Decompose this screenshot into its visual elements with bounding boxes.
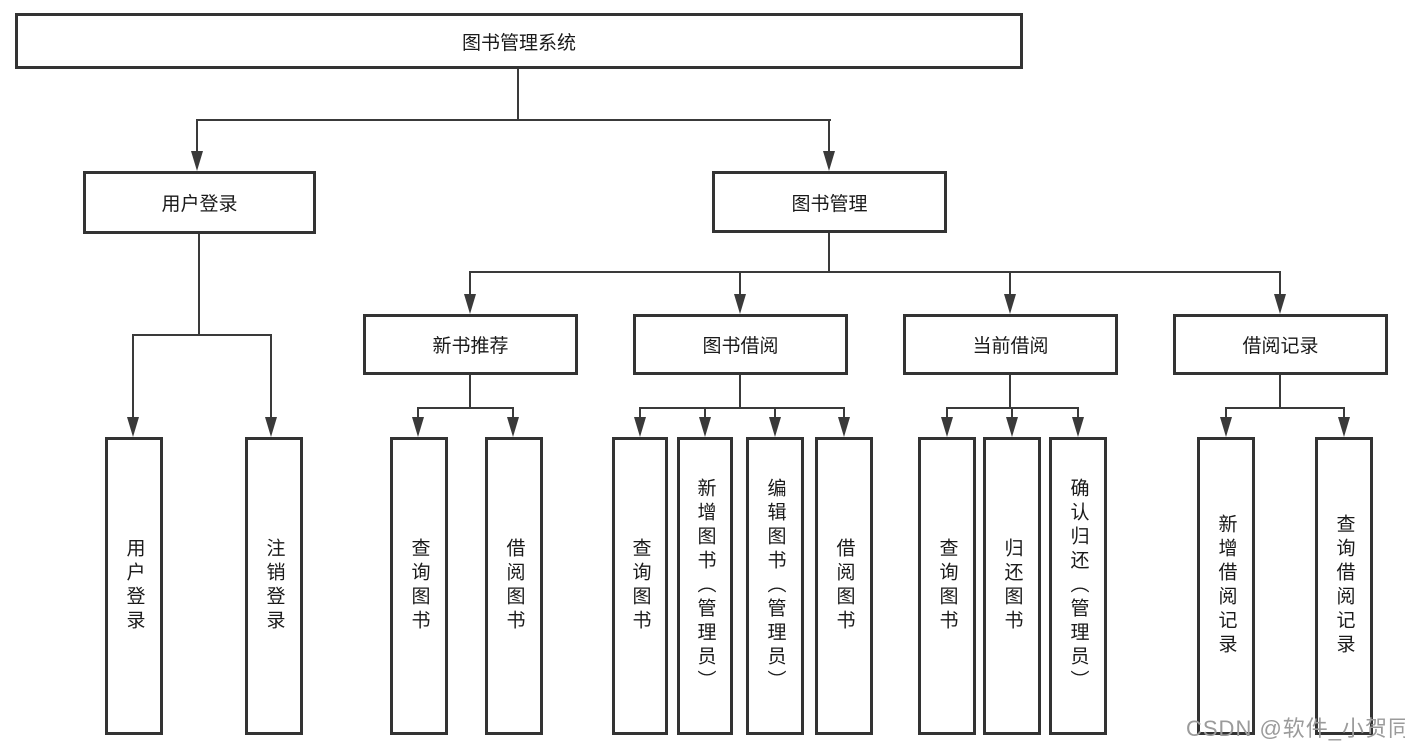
node-borrowing-records: 借阅记录 (1173, 314, 1388, 375)
arrowhead-icon (507, 417, 519, 437)
connector-line (1343, 407, 1345, 419)
leaf-query-borrow-record: 查询借阅记录 (1315, 437, 1373, 735)
connector-line (1279, 271, 1281, 296)
connector-line (1009, 271, 1011, 296)
arrowhead-icon (191, 151, 203, 171)
leaf-borrow-books-recommend: 借阅图书 (485, 437, 543, 735)
arrowhead-icon (1274, 294, 1286, 314)
connector-line (196, 119, 831, 121)
arrowhead-icon (634, 417, 646, 437)
watermark: CSDN @软件_小贺同学 (1186, 716, 1405, 741)
connector-line (739, 375, 741, 409)
connector-line (1279, 375, 1281, 409)
node-current-borrowing: 当前借阅 (903, 314, 1118, 375)
arrowhead-icon (838, 417, 850, 437)
connector-line (469, 375, 471, 409)
arrowhead-icon (941, 417, 953, 437)
connector-line (1011, 407, 1013, 419)
connector-line (704, 407, 706, 419)
connector-line (828, 119, 830, 152)
connector-line (469, 271, 471, 296)
leaf-user-login: 用户登录 (105, 437, 163, 735)
arrowhead-icon (1338, 417, 1350, 437)
connector-line (639, 407, 641, 419)
connector-line (1077, 407, 1079, 419)
arrowhead-icon (699, 417, 711, 437)
leaf-borrow-books-borrowing: 借阅图书 (815, 437, 873, 735)
arrowhead-icon (265, 417, 277, 437)
connector-line (417, 407, 419, 419)
connector-line (196, 119, 198, 152)
node-new-book-recommendation: 新书推荐 (363, 314, 578, 375)
node-user-login: 用户登录 (83, 171, 316, 234)
arrowhead-icon (1220, 417, 1232, 437)
leaf-query-books-recommend: 查询图书 (390, 437, 448, 735)
leaf-add-borrow-record: 新增借阅记录 (1197, 437, 1255, 735)
connector-line (132, 334, 134, 418)
arrowhead-icon (1004, 294, 1016, 314)
arrowhead-icon (1072, 417, 1084, 437)
connector-line (1225, 407, 1227, 419)
arrowhead-icon (1006, 417, 1018, 437)
leaf-query-books-current: 查询图书 (918, 437, 976, 735)
connector-line (774, 407, 776, 419)
connector-line (843, 407, 845, 419)
leaf-add-books-admin: 新增图书（管理员） (677, 437, 733, 735)
leaf-logout: 注销登录 (245, 437, 303, 735)
connector-line (270, 334, 272, 418)
connector-line (739, 271, 741, 296)
arrowhead-icon (823, 151, 835, 171)
node-book-borrowing: 图书借阅 (633, 314, 848, 375)
arrowhead-icon (464, 294, 476, 314)
arrowhead-icon (412, 417, 424, 437)
connector-line (469, 271, 1281, 273)
connector-line (517, 69, 519, 121)
connector-line (1009, 375, 1011, 409)
leaf-return-books: 归还图书 (983, 437, 1041, 735)
connector-line (132, 334, 272, 336)
connector-line (512, 407, 514, 419)
connector-line (417, 407, 514, 409)
leaf-query-books-borrowing: 查询图书 (612, 437, 668, 735)
connector-line (946, 407, 948, 419)
connector-line (1225, 407, 1345, 409)
connector-line (639, 407, 845, 409)
connector-line (828, 233, 830, 273)
arrowhead-icon (734, 294, 746, 314)
node-book-management: 图书管理 (712, 171, 947, 233)
leaf-edit-books-admin: 编辑图书（管理员） (746, 437, 804, 735)
arrowhead-icon (127, 417, 139, 437)
arrowhead-icon (769, 417, 781, 437)
node-library-management-system: 图书管理系统 (15, 13, 1023, 69)
connector-line (198, 234, 200, 335)
leaf-confirm-return-admin: 确认归还（管理员） (1049, 437, 1107, 735)
